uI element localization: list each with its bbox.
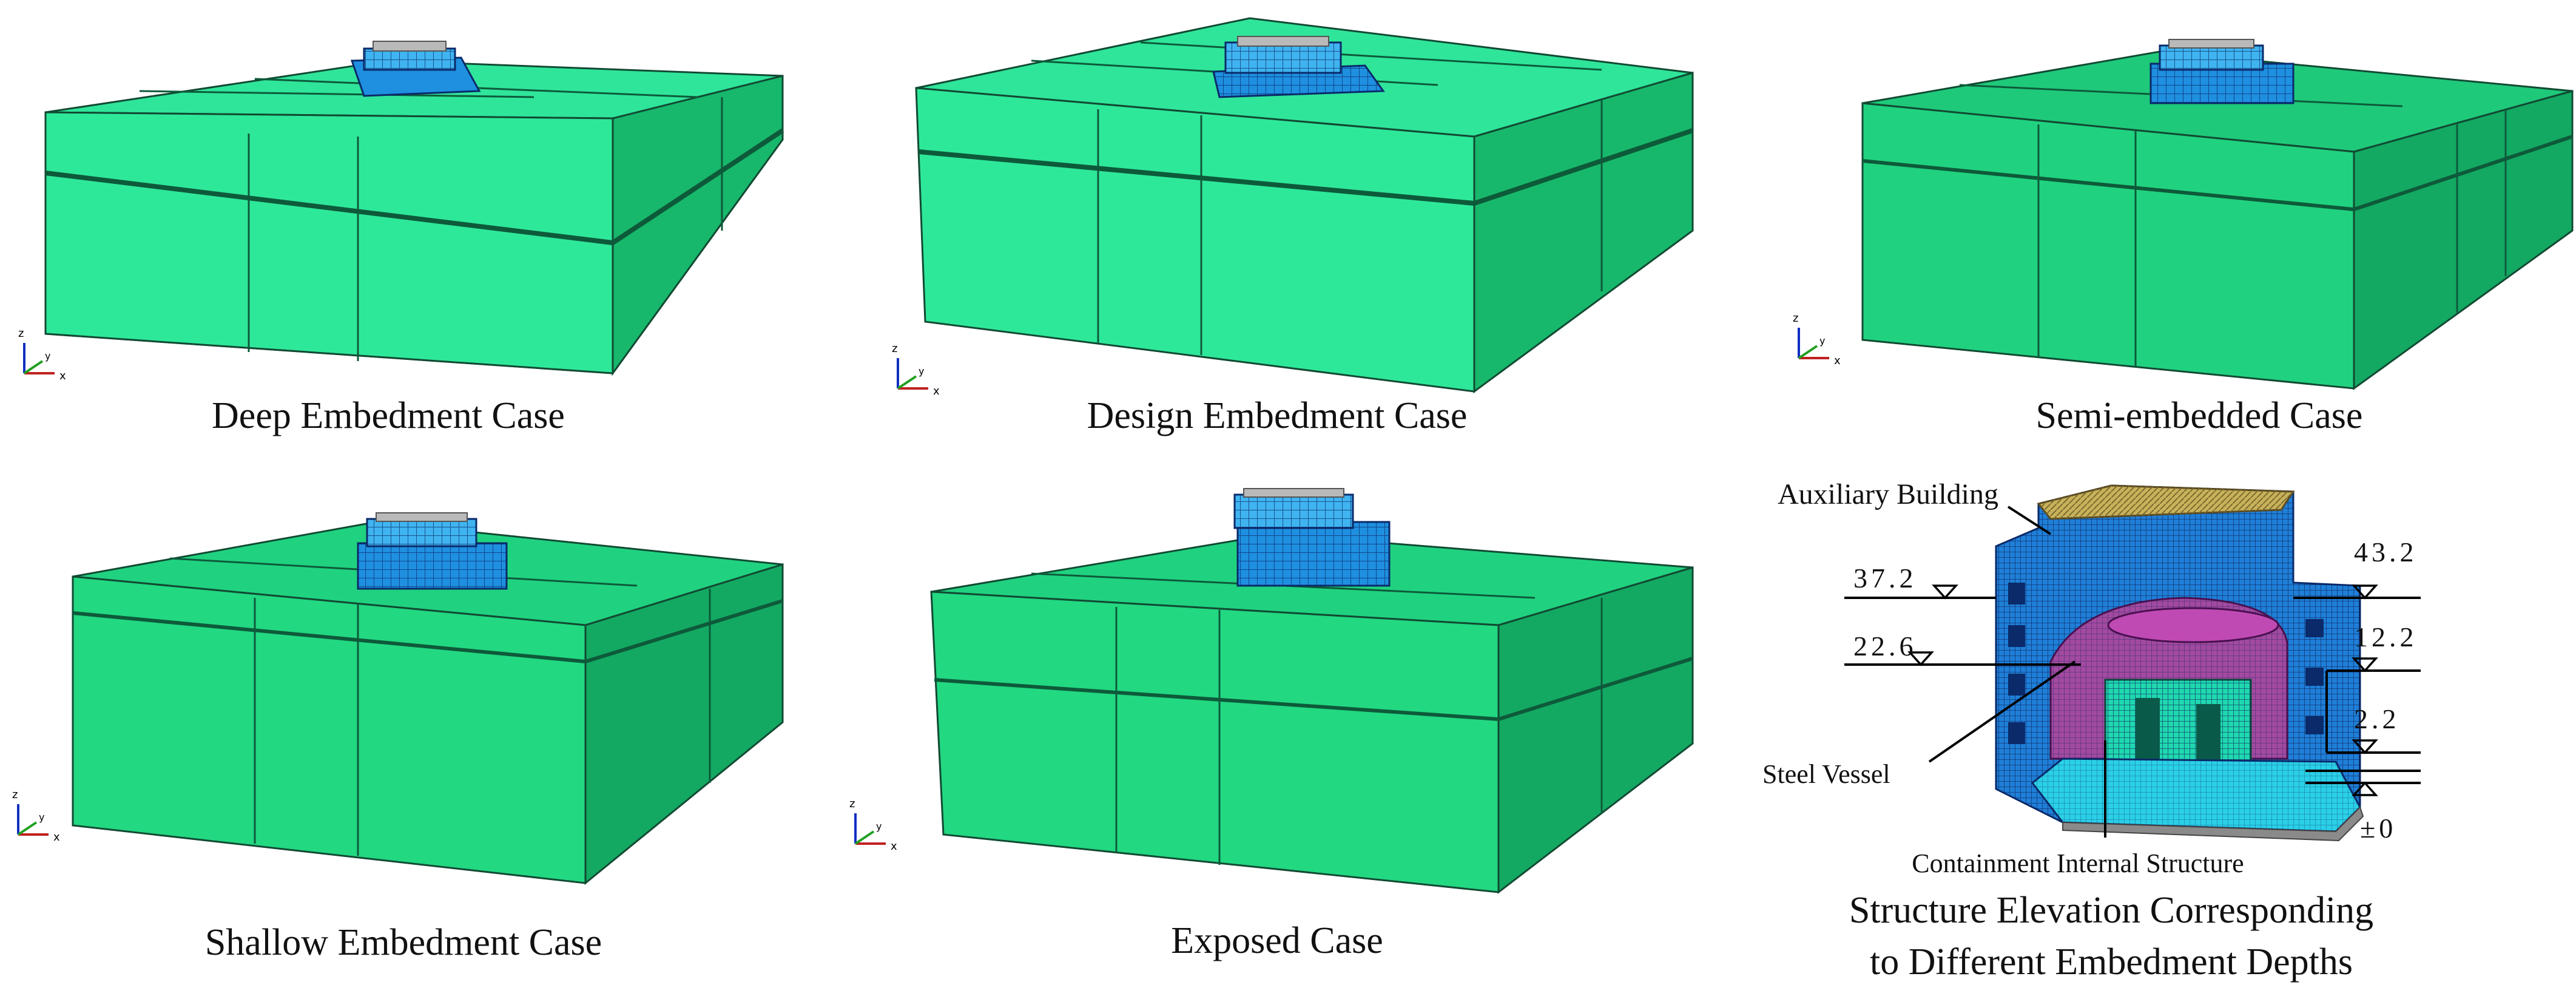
elevation-zero: ±0	[2360, 813, 2396, 844]
label-steel-vessel: Steel Vessel	[1762, 759, 1890, 789]
axis-y-label: y	[1819, 335, 1825, 347]
layer-line	[919, 149, 1475, 206]
building-semi	[2149, 39, 2294, 104]
soil-front	[44, 111, 614, 374]
panel-exposed: z x y Exposed Case	[849, 488, 1694, 961]
caption-structure-line1: Structure Elevation Corresponding	[1849, 890, 2373, 931]
axis-triad: z x y	[892, 342, 940, 398]
soil-front	[72, 575, 587, 884]
label-containment-internal-structure: Containment Internal Structure	[1912, 848, 2244, 878]
elevation-12-2: 12.2	[2354, 621, 2418, 652]
axis-x-label: x	[53, 831, 60, 844]
caption-structure-line2: to Different Embedment Depths	[1870, 941, 2353, 983]
axis-y-label: y	[39, 811, 44, 823]
layer-line	[1862, 159, 2355, 211]
soil-front	[1861, 102, 2355, 390]
soil-front	[915, 87, 1475, 393]
panel-design: z x y Design Embedment Case	[892, 17, 1694, 436]
layer-line-side	[1498, 657, 1693, 721]
elevation-37-2: 37.2	[1853, 563, 1917, 594]
axis-x-label: x	[933, 385, 940, 398]
elevation-markers	[1907, 584, 2378, 796]
structure-model	[1995, 484, 2364, 842]
elevation-43-2: 43.2	[2354, 537, 2418, 567]
building-shallow	[357, 512, 508, 590]
layer-line-side	[1473, 128, 1694, 206]
axis-triad: z x y	[849, 798, 897, 853]
soil-block-exposed	[930, 533, 1694, 895]
soil-side	[1497, 566, 1694, 895]
soil-side	[1473, 72, 1694, 393]
axis-triad: z x y	[18, 327, 66, 382]
building-deep	[350, 41, 481, 97]
layer-line	[72, 611, 586, 663]
axis-x-label: x	[1834, 354, 1841, 367]
soil-side	[612, 75, 784, 376]
axis-x-label: x	[59, 370, 66, 382]
panel-semi: z x y Semi-embedded Case	[1793, 39, 2574, 436]
panel-structure: Auxiliary Building Steel Vessel Containm…	[1762, 478, 2421, 983]
soil-front	[930, 591, 1500, 893]
layer-line-side	[585, 599, 783, 663]
grid-line	[1140, 41, 1602, 71]
layer-line-side	[2353, 135, 2573, 211]
layer-line-side	[611, 128, 784, 245]
label-auxiliary-building: Auxiliary Building	[1778, 478, 1998, 510]
axis-y-label: y	[919, 365, 924, 377]
caption-exposed: Exposed Case	[1171, 920, 1383, 961]
vessel-top-ring	[2107, 607, 2279, 643]
caption-shallow: Shallow Embedment Case	[205, 922, 602, 963]
panel-deep: z x y Deep Embedment Case	[18, 41, 784, 436]
axis-z-label: z	[1793, 312, 1798, 325]
soil-block-deep	[44, 59, 784, 376]
building-design	[1212, 36, 1385, 98]
axis-triad: z x y	[1793, 312, 1841, 367]
soil-side	[2353, 90, 2574, 390]
axis-z-label: z	[892, 342, 897, 355]
axis-triad: z x y	[12, 788, 60, 844]
caption-design: Design Embedment Case	[1087, 395, 1468, 436]
building-exposed	[1233, 488, 1391, 587]
caption-semi: Semi-embedded Case	[2036, 395, 2363, 436]
caption-deep: Deep Embedment Case	[212, 395, 565, 436]
axis-z-label: z	[849, 798, 855, 810]
soil-side	[584, 563, 784, 886]
layer-line	[45, 171, 613, 245]
axis-y-label: y	[45, 350, 50, 362]
axis-y-label: y	[876, 821, 882, 832]
annotations	[1844, 506, 2421, 838]
grid-line	[139, 90, 534, 98]
elevation-22-6: 22.6	[1853, 631, 1917, 662]
elevation-2-2: 2.2	[2354, 703, 2400, 734]
axis-z-label: z	[18, 327, 24, 340]
foundation-edge	[2062, 806, 2364, 842]
axis-z-label: z	[12, 788, 18, 801]
axis-x-label: x	[891, 840, 897, 853]
layer-line	[934, 678, 1499, 721]
panel-shallow: z x y Shallow Embedment Case	[12, 512, 784, 963]
